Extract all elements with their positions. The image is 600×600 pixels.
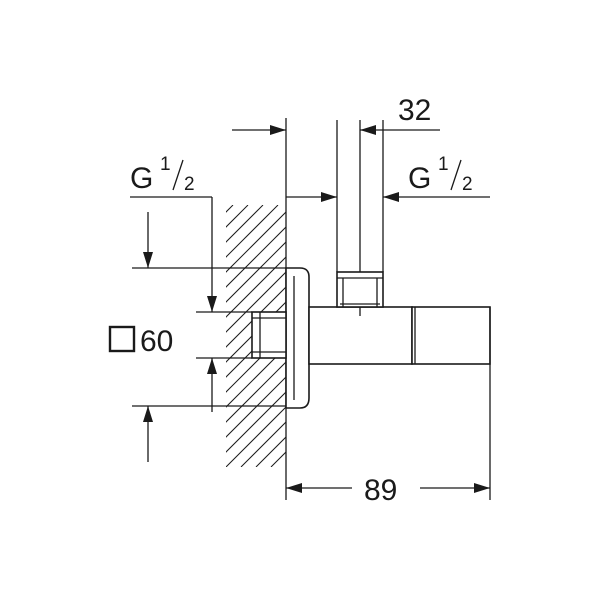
hatch-line bbox=[226, 391, 286, 453]
valve-handle bbox=[411, 306, 491, 365]
rosette-arrow-top bbox=[143, 252, 153, 268]
thread-left-arrow-down bbox=[207, 296, 217, 312]
thread-right-num: 1 bbox=[438, 154, 449, 175]
wall-rosette bbox=[285, 267, 310, 409]
thread-left-arrow-up bbox=[207, 358, 217, 374]
rosette-arrow-bottom bbox=[143, 406, 153, 422]
hatch-line bbox=[226, 205, 234, 213]
thread-left-den: 2 bbox=[184, 174, 195, 195]
thread-dim-arrow-right-a bbox=[321, 192, 337, 202]
hatch-line bbox=[226, 226, 286, 288]
overall-length-label: 89 bbox=[364, 474, 397, 507]
hatch-line bbox=[226, 205, 249, 228]
dim-32-label: 32 bbox=[398, 94, 431, 127]
thread-right-g: G bbox=[408, 162, 431, 195]
thread-dim-arrow-right-b bbox=[383, 192, 399, 202]
thread-left-g: G bbox=[130, 162, 153, 195]
inlet-thread bbox=[251, 311, 287, 359]
wall-offset-arrow-left bbox=[270, 125, 286, 135]
thread-left-num: 1 bbox=[160, 154, 171, 175]
square-symbol-icon bbox=[108, 325, 136, 353]
hatch-line bbox=[226, 406, 286, 467]
thread-right-den: 2 bbox=[462, 174, 473, 195]
thread-left-slash bbox=[172, 159, 184, 191]
length-arrow-left bbox=[286, 483, 302, 493]
hatch-line bbox=[226, 205, 264, 243]
rosette-size-label: 60 bbox=[140, 325, 173, 358]
dim-32-arrow bbox=[360, 125, 376, 135]
length-arrow-right bbox=[474, 483, 490, 493]
thread-right-slash bbox=[450, 159, 462, 191]
hatch-line bbox=[226, 376, 286, 438]
hatch-line bbox=[240, 421, 286, 467]
hatch-line bbox=[226, 241, 286, 303]
hatch-line bbox=[226, 205, 279, 258]
hatch-line bbox=[226, 286, 286, 348]
hatch-line bbox=[226, 211, 286, 273]
outlet-nipple bbox=[336, 271, 384, 308]
